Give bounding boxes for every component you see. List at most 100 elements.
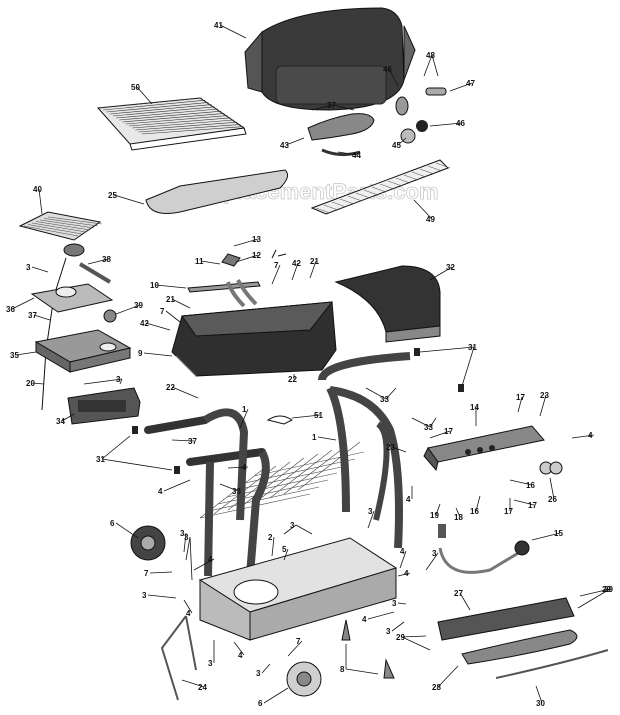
- grate-bar: [347, 195, 363, 202]
- part-callout-4: 4: [588, 431, 593, 440]
- part-callout-3: 3: [256, 669, 261, 678]
- part-callout-4: 4: [404, 569, 409, 578]
- leader-line: [165, 310, 181, 323]
- part-wheels: [130, 525, 322, 697]
- part-callout-22: 22: [166, 383, 175, 392]
- leader-line: [147, 594, 177, 599]
- part-callout-40: 40: [33, 185, 42, 194]
- part-callout-6: 6: [258, 699, 263, 708]
- leader-line: [283, 548, 289, 561]
- leader-line: [531, 532, 561, 541]
- grate-bar: [339, 198, 355, 205]
- part-callout-27: 27: [454, 589, 463, 598]
- part-callout-16: 16: [526, 481, 535, 490]
- part-callout-33: 33: [424, 423, 433, 432]
- leader-line: [539, 394, 547, 417]
- leader-line: [429, 430, 451, 439]
- grate-bar: [244, 458, 356, 484]
- part-callout-34: 34: [56, 417, 65, 426]
- leader-line: [429, 122, 463, 127]
- part-callout-3: 3: [116, 375, 121, 384]
- leader-line: [11, 297, 35, 310]
- leader-line: [101, 458, 173, 471]
- part-heat-shield: [145, 169, 289, 214]
- part-callout-3: 3: [180, 529, 185, 538]
- part-callout-4: 4: [186, 609, 191, 618]
- leader-line: [397, 137, 407, 146]
- part-callout-15: 15: [554, 529, 563, 538]
- leader-line: [337, 151, 359, 156]
- part-callout-16: 16: [470, 507, 479, 516]
- part-callout-14: 14: [470, 403, 479, 412]
- part-callout-2: 2: [268, 533, 273, 542]
- leader-line: [185, 536, 191, 561]
- grate-bar: [27, 224, 83, 235]
- leader-line: [345, 668, 379, 675]
- leader-line: [459, 592, 471, 611]
- part-callout-31: 31: [468, 343, 477, 352]
- part-cooking-grate: [96, 97, 247, 151]
- leader-line: [171, 298, 191, 309]
- grate-bar: [23, 225, 79, 237]
- part-callout-48: 48: [426, 51, 435, 60]
- part-bottom-shelf: [198, 537, 398, 641]
- part-lid: [244, 7, 416, 111]
- grate-bar: [208, 486, 320, 512]
- leader-line: [33, 314, 51, 321]
- leader-line: [189, 536, 193, 581]
- leader-line: [87, 258, 109, 265]
- leader-line: [233, 641, 245, 656]
- leader-line: [287, 640, 303, 657]
- grate-bar: [213, 465, 277, 515]
- part-hardware: [132, 249, 464, 474]
- leader-line: [233, 238, 259, 247]
- leader-line: [149, 571, 173, 574]
- grate-bar: [31, 222, 87, 233]
- part-callout-3: 3: [432, 549, 437, 558]
- grate-bar: [138, 124, 241, 133]
- part-callout-17: 17: [528, 501, 537, 510]
- part-firebox: [171, 301, 337, 377]
- leader-line: [579, 588, 611, 597]
- leader-line: [429, 417, 437, 428]
- part-callout-43: 43: [280, 141, 289, 150]
- grate-bar: [363, 189, 379, 196]
- leader-line: [475, 495, 481, 512]
- grate-bar: [379, 183, 395, 190]
- part-callout-1: 1: [242, 405, 247, 414]
- part-callout-19: 19: [430, 511, 439, 520]
- leader-line: [115, 304, 141, 315]
- leader-line: [200, 260, 221, 265]
- leader-line: [509, 479, 533, 486]
- part-callout-4: 4: [406, 495, 411, 504]
- part-grease-tray: [437, 597, 609, 679]
- grate-bar: [427, 165, 443, 172]
- leader-line: [449, 82, 473, 92]
- part-callout-4: 4: [242, 463, 247, 472]
- part-callout-37: 37: [188, 437, 197, 446]
- part-callout-10: 10: [150, 281, 159, 290]
- leader-line: [437, 665, 459, 688]
- leader-line: [461, 346, 475, 387]
- leader-line: [455, 507, 461, 518]
- part-legs: [160, 615, 395, 701]
- leader-line: [517, 396, 523, 413]
- part-side-shelf: [334, 265, 441, 343]
- part-callout-25: 25: [108, 191, 117, 200]
- grate-bar: [35, 221, 91, 231]
- grate-bar: [387, 180, 403, 187]
- grate-bar: [411, 171, 427, 178]
- grate-bar: [253, 451, 365, 477]
- part-callout-8: 8: [340, 665, 345, 674]
- part-callout-3: 3: [184, 533, 189, 542]
- leader-line: [61, 413, 75, 422]
- grate-bar: [125, 115, 228, 125]
- leader-line: [101, 435, 131, 460]
- grate-bar: [131, 119, 235, 129]
- leader-line: [31, 382, 45, 385]
- leader-line: [143, 352, 173, 357]
- part-callout-50: 50: [131, 83, 140, 92]
- leader-line: [429, 266, 453, 281]
- part-callout-23: 23: [386, 443, 395, 452]
